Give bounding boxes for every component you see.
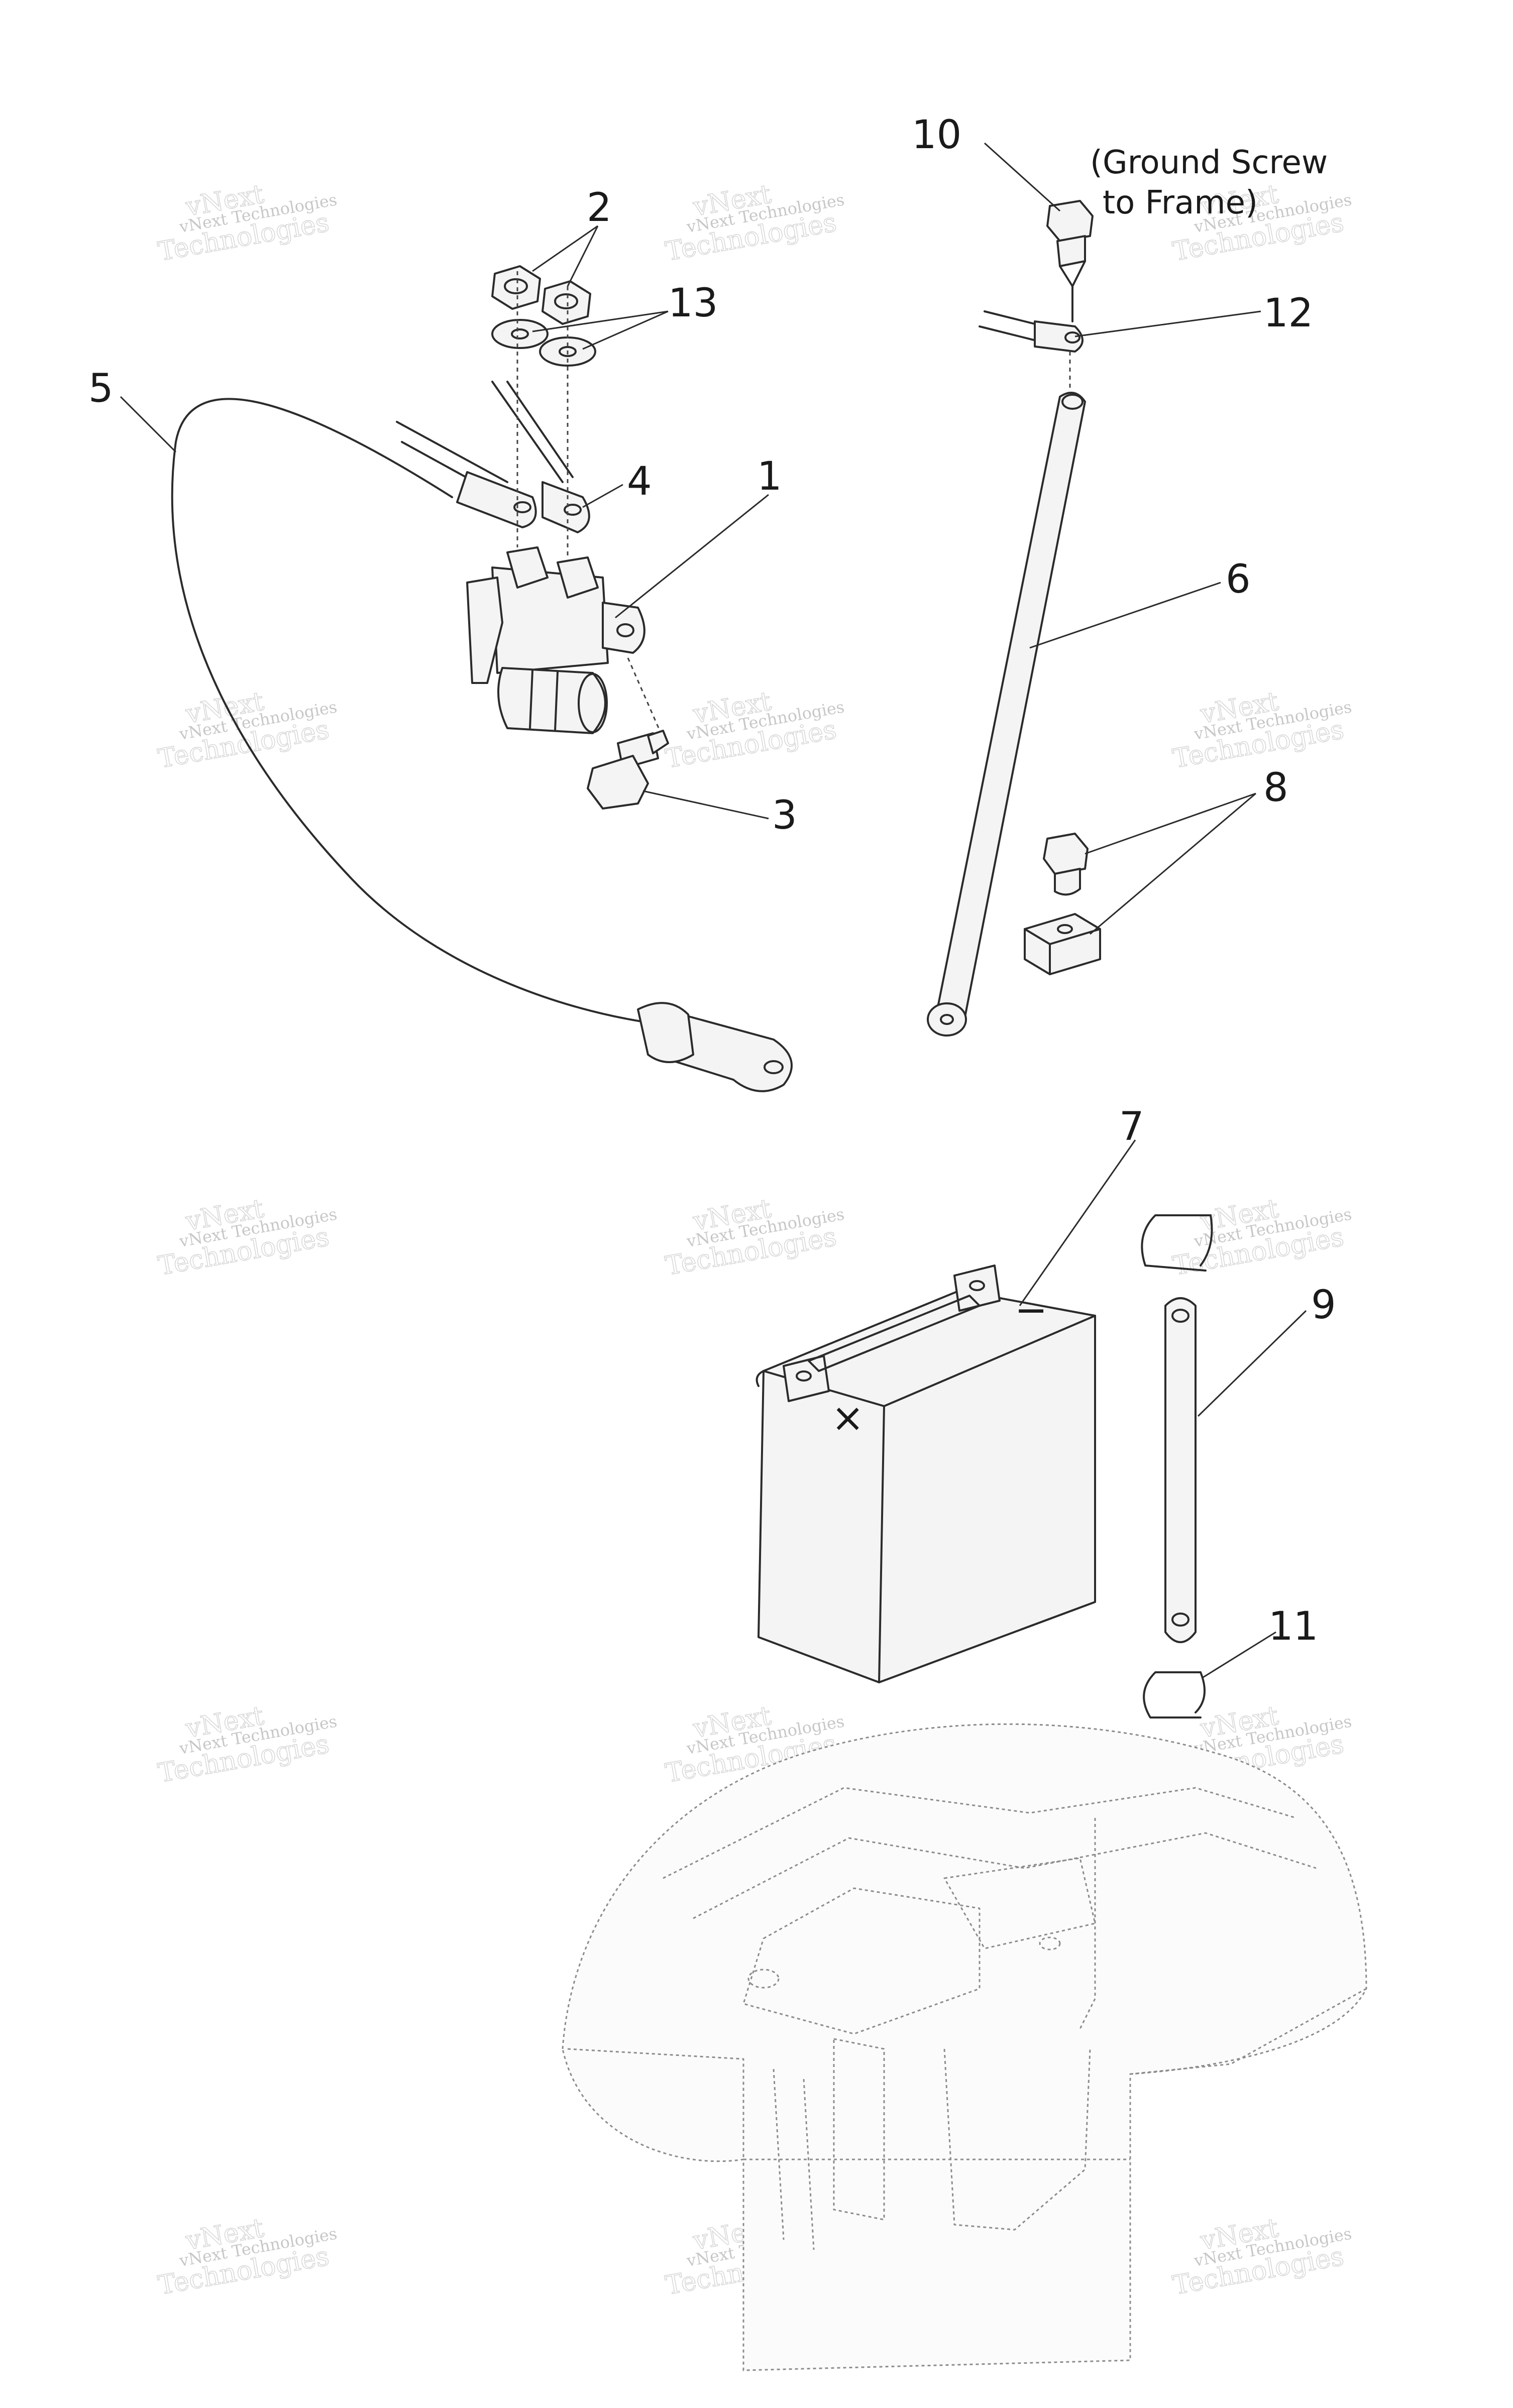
rear-fender-outline — [562, 1723, 1367, 2371]
battery-strap-9 — [1164, 1297, 1197, 1643]
callout-8: 8 — [1263, 765, 1288, 811]
watermark: vNext vNext Technologies Technologies — [156, 1700, 339, 1789]
watermark: vNext vNext Technologies Technologies — [1170, 686, 1353, 775]
callout-9: 9 — [1311, 1283, 1336, 1328]
watermark: vNext vNext Technologies Technologies — [156, 2213, 339, 2302]
callout-13: 13 — [668, 281, 718, 326]
callout-3: 3 — [772, 793, 797, 838]
watermark: vNext vNext Technologies Technologies — [663, 686, 846, 775]
bolt-3 — [587, 657, 669, 810]
watermark: vNext vNext Technologies Technologies — [663, 179, 846, 268]
watermark: vNext vNext Technologies Technologies — [663, 1193, 846, 1282]
watermark: vNext vNext Technologies Technologies — [1170, 2213, 1353, 2302]
washers-13 — [491, 319, 596, 367]
ground-strap-6 — [927, 392, 1086, 1037]
callout-7: 7 — [1119, 1104, 1144, 1150]
battery-7: − × — [755, 1265, 1096, 1683]
hook-clip-upper — [1141, 1214, 1213, 1272]
callout-6: 6 — [1226, 557, 1251, 602]
watermark: vNext vNext Technologies Technologies — [156, 1193, 339, 1282]
centerlines-solenoid — [516, 271, 569, 557]
callout-12: 12 — [1263, 291, 1313, 336]
watermark: vNext vNext Technologies Technologies — [1170, 1193, 1353, 1282]
ground-screw-10 — [1046, 200, 1094, 322]
callout-4: 4 — [627, 459, 652, 504]
leader-lines — [120, 142, 1307, 1678]
callout-5: 5 — [88, 366, 114, 411]
negative-terminal-mark: − — [1015, 1288, 1047, 1333]
callout-2: 2 — [587, 185, 612, 231]
note-line-1: (Ground Screw — [1090, 144, 1328, 181]
watermark: vNext vNext Technologies Technologies — [156, 179, 339, 268]
callout-10: 10 — [912, 112, 961, 158]
cable-lugs-4 — [396, 381, 590, 533]
watermark: vNext vNext Technologies Technologies — [156, 686, 339, 775]
hook-clip-11 — [1143, 1671, 1206, 1718]
solenoid-1 — [466, 546, 645, 734]
note-line-2: to Frame) — [1103, 184, 1258, 221]
nuts-2 — [491, 265, 591, 325]
positive-terminal-mark: × — [831, 1396, 864, 1441]
callout-labels: 2 13 5 4 1 3 10 12 6 8 7 9 11 — [88, 112, 1336, 1649]
watermark: vNext vNext Technologies Technologies — [1170, 179, 1353, 268]
callout-1: 1 — [757, 454, 782, 499]
watermark: vNext vNext Technologies Technologies — [1170, 1700, 1353, 1789]
bolt-and-nut-8 — [1024, 833, 1101, 975]
ground-screw-note: (Ground Screw to Frame) — [1090, 144, 1328, 221]
terminal-12 — [979, 310, 1084, 392]
cable-5 — [171, 398, 793, 1092]
callout-11: 11 — [1268, 1604, 1318, 1649]
